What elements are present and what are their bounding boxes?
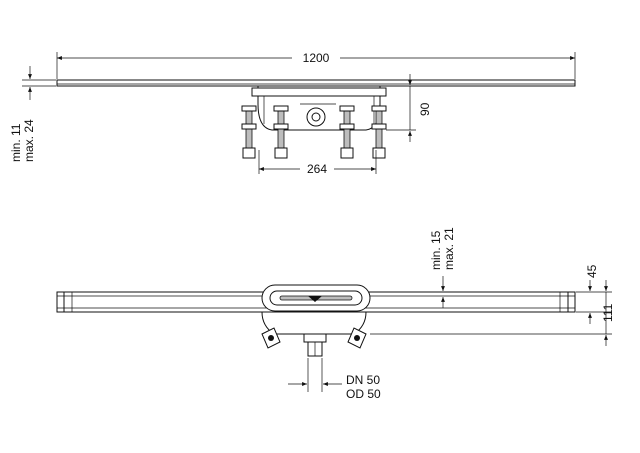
rim-dimension: min. 15 max. 21 xyxy=(429,227,456,308)
height-dimension: 90 xyxy=(382,74,432,142)
outlet-dn-label: DN 50 xyxy=(346,373,380,387)
fixing-lug-left xyxy=(261,327,281,349)
body-width-dimension-label: 264 xyxy=(307,162,327,176)
leveling-foot-4 xyxy=(371,105,387,159)
outlet-pipe xyxy=(303,333,327,357)
adjustment-min-label: min. 11 xyxy=(9,123,23,162)
rim-min-label: min. 15 xyxy=(429,230,443,270)
leveling-foot-1 xyxy=(241,105,257,159)
body-width-dimension: 264 xyxy=(258,150,377,176)
adjustment-dimension: min. 11 max. 24 xyxy=(9,66,56,162)
drain-body xyxy=(251,86,387,131)
fixing-lug-right xyxy=(347,327,367,349)
drain-channel-plate xyxy=(56,79,576,87)
side-view: DN 50 OD 50 min. 15 max. 21 45 111 xyxy=(56,227,615,401)
leveling-foot-2 xyxy=(273,105,289,159)
height-dimension-label: 90 xyxy=(418,102,432,116)
top-depth-label: 45 xyxy=(585,264,599,278)
drain-body-side xyxy=(261,284,371,335)
total-depth-label: 111 xyxy=(601,303,615,322)
rim-max-label: max. 21 xyxy=(442,227,456,270)
adjustment-max-label: max. 24 xyxy=(22,119,36,162)
length-dimension-label: 1200 xyxy=(303,51,330,65)
leveling-foot-3 xyxy=(339,105,355,159)
outlet-dimension: DN 50 OD 50 xyxy=(288,358,381,401)
depth-dimensions: 45 111 xyxy=(370,264,615,346)
top-view: 1200 min. 11 max. 24 90 264 xyxy=(9,51,576,176)
length-dimension: 1200 xyxy=(56,51,576,79)
outlet-od-label: OD 50 xyxy=(346,387,381,401)
